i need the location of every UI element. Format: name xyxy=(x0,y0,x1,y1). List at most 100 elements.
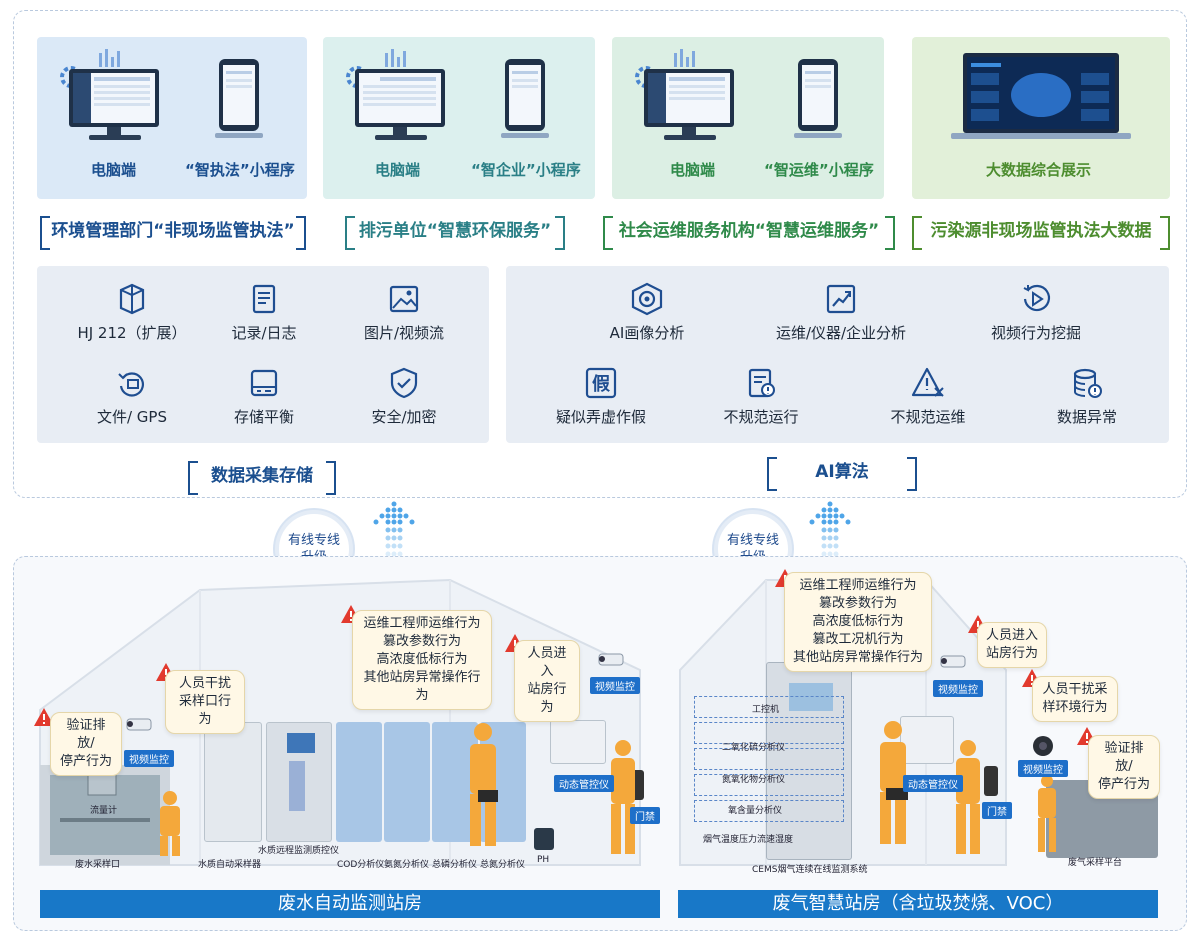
computer-icon xyxy=(635,49,734,140)
feature-label: 图片/视频流 xyxy=(363,324,445,342)
dynamic-controller xyxy=(550,720,606,764)
storage-title: 数据采集存储 xyxy=(188,461,336,495)
feature-label: HJ 212（扩展） xyxy=(77,324,187,342)
feature-ai-maint: 不规范运维 xyxy=(858,366,998,427)
hard-drive-icon xyxy=(250,369,278,397)
card-tag-enterprise: 排污单位“智慧环保服务” xyxy=(345,216,565,250)
feature-ai-ops: 运维/仪器/企业分析 xyxy=(771,282,911,343)
label-cod: COD分析仪 xyxy=(337,860,385,870)
card-operations: 电脑端 “智运维”小程序 xyxy=(612,37,884,199)
feature-log: 记录/日志 xyxy=(194,282,334,343)
ph-meter xyxy=(534,828,554,850)
feature-ai-portrait: AI画像分析 xyxy=(577,282,717,343)
device2-label: “智执法”小程序 xyxy=(185,161,295,179)
storage-panel xyxy=(37,266,489,443)
feature-label: 记录/日志 xyxy=(231,324,297,342)
callout-engineer-ops: 运维工程师运维行为 篡改参数行为 高浓度低标行为 其他站房异常操作行为 xyxy=(352,610,492,710)
feature-ai-fake: 假 疑似弄虚作假 xyxy=(531,366,671,427)
row-so2 xyxy=(694,722,844,744)
card-tag-enforcement: 环境管理部门“非现场监管执法” xyxy=(40,216,306,250)
device1-label: 电脑端 xyxy=(375,161,421,179)
trend-chart-icon xyxy=(826,284,856,314)
card-tag-operations: 社会运维服务机构“智慧运维服务” xyxy=(603,216,895,250)
feature-security: 安全/加密 xyxy=(334,366,474,427)
dashboard-screen-icon xyxy=(951,53,1131,139)
feature-ai-data: 数据异常 xyxy=(1017,366,1157,427)
card-enterprise: 电脑端 “智企业”小程序 xyxy=(323,37,595,199)
computer-icon xyxy=(60,49,159,140)
phone-icon xyxy=(501,59,549,138)
callout-personnel-entry: 人员进入 站房行为 xyxy=(977,622,1047,668)
cems-cabinet xyxy=(766,662,852,860)
tag-video-monitor: 视频监控 xyxy=(124,750,174,767)
shield-icon xyxy=(390,367,418,399)
phone-icon xyxy=(794,59,842,138)
camera-icon xyxy=(126,718,152,731)
tag-dynamic-controller: 动态管控仪 xyxy=(903,775,963,792)
callout-emission-verify: 验证排放/ 停产行为 xyxy=(50,712,122,776)
label-so2: 二氧化硫分析仪 xyxy=(722,743,786,753)
phone-icon xyxy=(215,59,263,138)
label-o2: 氧含量分析仪 xyxy=(728,806,783,816)
callout-sampling-interference: 人员干扰采 样环境行为 xyxy=(1032,676,1118,722)
label-sample-port: 废水采样口 xyxy=(75,860,121,870)
feature-ai-run: 不规范运行 xyxy=(691,366,831,427)
tag-door-access: 门禁 xyxy=(630,807,660,824)
tag-door-access: 门禁 xyxy=(982,802,1012,819)
dynamic-controller xyxy=(900,716,954,764)
video-play-icon xyxy=(1023,284,1051,312)
feature-image: 图片/视频流 xyxy=(334,282,474,343)
feature-storage: 存储平衡 xyxy=(194,366,334,427)
row-ipc xyxy=(694,696,844,718)
worker-icon xyxy=(880,721,908,844)
computer-icon xyxy=(346,49,445,140)
callout-engineer-ops: 运维工程师运维行为 篡改参数行为 高浓度低标行为 篡改工况机行为 其他站房异常操… xyxy=(784,572,932,672)
label-qc-instrument: 水质远程监测质控仪 xyxy=(258,846,340,856)
device2-label: “智企业”小程序 xyxy=(471,161,581,179)
warning-icon xyxy=(34,708,54,726)
upload-arrow-left xyxy=(373,501,415,557)
callout-sampling-interference: 人员干扰 采样口行为 xyxy=(165,670,245,734)
warning-icon xyxy=(911,367,944,397)
label-cems: CEMS烟气连续在线监测系统 xyxy=(752,865,868,875)
feature-label: 不规范运维 xyxy=(890,408,966,426)
label-nitrogen: 总氮分析仪 xyxy=(480,860,526,870)
callout-personnel-entry: 人员进入 站房行为 xyxy=(514,640,580,722)
sampler-cabinet xyxy=(204,722,262,842)
worker-icon xyxy=(1038,775,1056,852)
top-frame xyxy=(13,10,1187,498)
worker-icon xyxy=(611,740,635,854)
wastewater-title: 废水自动监测站房 xyxy=(40,890,660,918)
label-auto-sampler: 水质自动采样器 xyxy=(198,860,262,870)
qc-cabinet xyxy=(266,722,332,842)
card-tag-bigdata: 污染源非现场监管执法大数据 xyxy=(912,216,1170,250)
tag-dynamic-controller: 动态管控仪 xyxy=(554,775,614,792)
fake-icon: 假 xyxy=(585,367,617,399)
label-nox: 氮氧化物分析仪 xyxy=(722,775,786,785)
label-platform: 废气采样平台 xyxy=(1068,858,1123,868)
device1-label: 电脑端 xyxy=(670,161,716,179)
label-phosphorus: 总磷分析仪 xyxy=(432,860,478,870)
callout-emission-verify: 验证排放/ 停产行为 xyxy=(1088,735,1160,799)
label-flue: 烟气温度压力流速湿度 xyxy=(703,835,794,845)
exhaust-title: 废气智慧站房（含垃圾焚烧、VOC） xyxy=(678,890,1158,918)
camera-icon xyxy=(940,655,966,668)
device1-label: 电脑端 xyxy=(91,161,137,179)
feature-ai-video: 视频行为挖掘 xyxy=(966,282,1106,343)
feature-label: 数据异常 xyxy=(1056,408,1117,426)
ai-panel xyxy=(506,266,1169,443)
row-o2 xyxy=(694,774,844,796)
alert-document-icon xyxy=(748,368,775,398)
feature-label: 安全/加密 xyxy=(371,408,437,426)
feature-label: 疑似弄虚作假 xyxy=(555,408,646,426)
label-flowmeter: 流量计 xyxy=(90,806,118,816)
feature-label: 视频行为挖掘 xyxy=(990,324,1081,342)
dome-camera-icon xyxy=(1033,736,1053,756)
card-bigdata: 大数据综合展示 xyxy=(912,37,1170,199)
feature-label: 运维/仪器/企业分析 xyxy=(775,324,907,342)
feature-label: 存储平衡 xyxy=(233,408,294,426)
hj212-icon xyxy=(119,283,145,315)
worker-icon xyxy=(160,791,180,856)
device1-label: 大数据综合展示 xyxy=(986,161,1092,179)
ammonia-analyzer xyxy=(384,722,430,842)
